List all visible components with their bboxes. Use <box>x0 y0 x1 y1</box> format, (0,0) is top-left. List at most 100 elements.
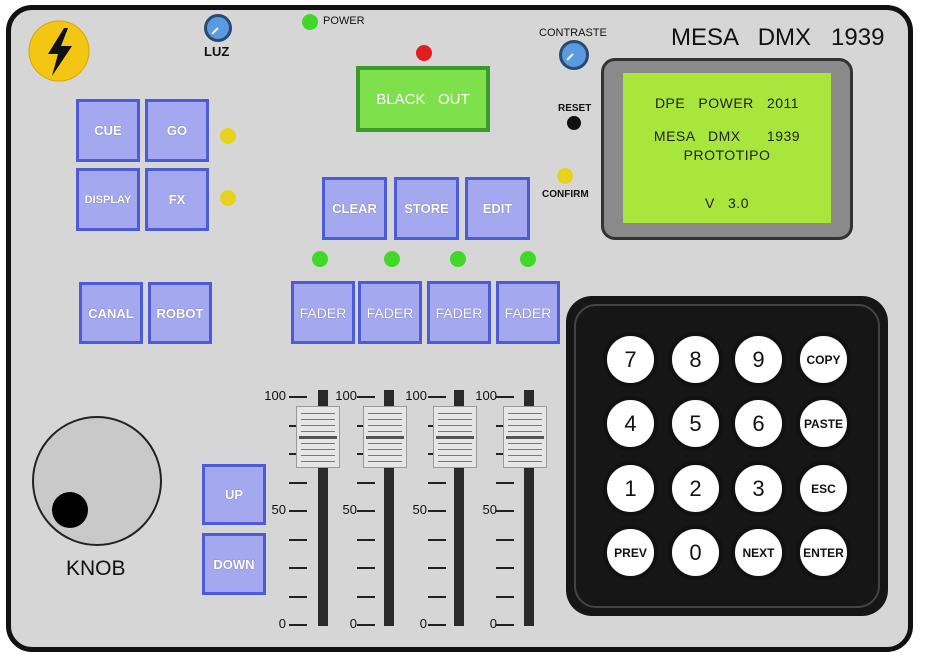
slider-tick <box>428 396 446 398</box>
scale-mid-1: 50 <box>271 502 286 517</box>
slider-tick <box>496 396 514 398</box>
fader-button-4[interactable]: FADER <box>496 281 560 344</box>
go-led <box>220 128 236 144</box>
key-4[interactable]: 4 <box>603 396 658 451</box>
key-next[interactable]: NEXT <box>731 525 786 580</box>
slider-tick <box>289 567 307 569</box>
fx-button[interactable]: FX <box>145 168 209 231</box>
slider-tick <box>496 510 514 512</box>
scale-top-4: 100 <box>475 388 497 403</box>
key-8[interactable]: 8 <box>668 332 723 387</box>
scale-top-3: 100 <box>405 388 427 403</box>
contraste-label: CONTRASTE <box>539 27 607 39</box>
key-7[interactable]: 7 <box>603 332 658 387</box>
fader-button-1[interactable]: FADER <box>291 281 355 344</box>
slider-tick <box>289 481 307 484</box>
fader-button-2[interactable]: FADER <box>358 281 422 344</box>
slider-tick <box>357 538 375 541</box>
slider-track-2 <box>384 390 394 626</box>
key-5[interactable]: 5 <box>668 396 723 451</box>
luz-knob[interactable] <box>204 14 232 42</box>
slider-tick <box>289 538 307 541</box>
slider-tick <box>428 595 446 598</box>
page-title: MESA DMX 1939 <box>671 24 885 51</box>
slider-tick <box>428 624 446 626</box>
confirm-led <box>557 168 573 184</box>
key-copy[interactable]: COPY <box>796 332 851 387</box>
slider-tick <box>357 510 375 512</box>
slider-tick <box>357 624 375 626</box>
scale-bottom-3: 0 <box>419 616 427 631</box>
key-3[interactable]: 3 <box>731 461 786 516</box>
slider-handle-1[interactable] <box>296 406 340 468</box>
slider-tick <box>428 567 446 569</box>
lcd-frame: DPE POWER 2011 MESA DMX 1939 PROTOTIPO V… <box>601 58 853 240</box>
contraste-knob[interactable] <box>559 40 589 70</box>
key-esc[interactable]: ESC <box>796 461 851 516</box>
clear-button[interactable]: CLEAR <box>322 177 387 240</box>
slider-tick <box>357 396 375 398</box>
slider-tick <box>289 510 307 512</box>
knob-label: KNOB <box>66 557 126 580</box>
reset-button[interactable] <box>567 116 581 130</box>
key-6[interactable]: 6 <box>731 396 786 451</box>
display-button[interactable]: DISPLAY <box>76 168 140 231</box>
knob-indicator <box>52 492 88 528</box>
slider-tick <box>496 538 514 541</box>
luz-label: LUZ <box>204 44 230 59</box>
main-knob[interactable] <box>32 416 162 546</box>
slider-tick <box>289 396 307 398</box>
scale-mid-3: 50 <box>412 502 427 517</box>
key-9[interactable]: 9 <box>731 332 786 387</box>
key-0[interactable]: 0 <box>668 525 723 580</box>
lcd-screen: DPE POWER 2011 MESA DMX 1939 PROTOTIPO V… <box>623 73 831 223</box>
blackout-button[interactable]: BLACK OUT <box>356 66 490 132</box>
slider-track-1 <box>318 390 328 626</box>
slider-tick <box>496 567 514 569</box>
canal-button[interactable]: CANAL <box>79 282 143 344</box>
slider-tick <box>357 595 375 598</box>
fader-led-1 <box>312 251 328 267</box>
power-led <box>302 14 318 30</box>
lcd-line-1: DPE POWER 2011 <box>654 95 800 111</box>
slider-tick <box>428 481 446 484</box>
slider-handle-4[interactable] <box>503 406 547 468</box>
up-button[interactable]: UP <box>202 464 266 525</box>
key-enter[interactable]: ENTER <box>796 525 851 580</box>
cue-button[interactable]: CUE <box>76 99 140 162</box>
fader-button-3[interactable]: FADER <box>427 281 491 344</box>
key-1[interactable]: 1 <box>603 461 658 516</box>
slider-track-4 <box>524 390 534 626</box>
scale-top-2: 100 <box>335 388 357 403</box>
fader-led-3 <box>450 251 466 267</box>
slider-tick <box>496 624 514 626</box>
fader-led-4 <box>520 251 536 267</box>
slider-track-3 <box>454 390 464 626</box>
go-button[interactable]: GO <box>145 99 209 162</box>
key-prev[interactable]: PREV <box>603 525 658 580</box>
reset-label: RESET <box>558 103 592 114</box>
key-2[interactable]: 2 <box>668 461 723 516</box>
scale-bottom-2: 0 <box>349 616 357 631</box>
confirm-label: CONFIRM <box>542 189 589 200</box>
key-paste[interactable]: PASTE <box>796 396 851 451</box>
edit-button[interactable]: EDIT <box>465 177 530 240</box>
lcd-line-4: V 3.0 <box>705 195 749 211</box>
down-button[interactable]: DOWN <box>202 533 266 595</box>
scale-mid-2: 50 <box>342 502 357 517</box>
scale-bottom-4: 0 <box>489 616 497 631</box>
lcd-line-2: MESA DMX 1939 <box>653 128 801 144</box>
slider-tick <box>428 538 446 541</box>
slider-tick <box>357 481 375 484</box>
slider-tick <box>496 595 514 598</box>
store-button[interactable]: STORE <box>394 177 459 240</box>
robot-button[interactable]: ROBOT <box>148 282 212 344</box>
scale-top-1: 100 <box>264 388 286 403</box>
blackout-led <box>416 45 432 61</box>
slider-handle-2[interactable] <box>363 406 407 468</box>
slider-tick <box>289 595 307 598</box>
slider-tick <box>357 567 375 569</box>
slider-tick <box>496 481 514 484</box>
slider-handle-3[interactable] <box>433 406 477 468</box>
lightning-logo-icon <box>28 20 90 82</box>
